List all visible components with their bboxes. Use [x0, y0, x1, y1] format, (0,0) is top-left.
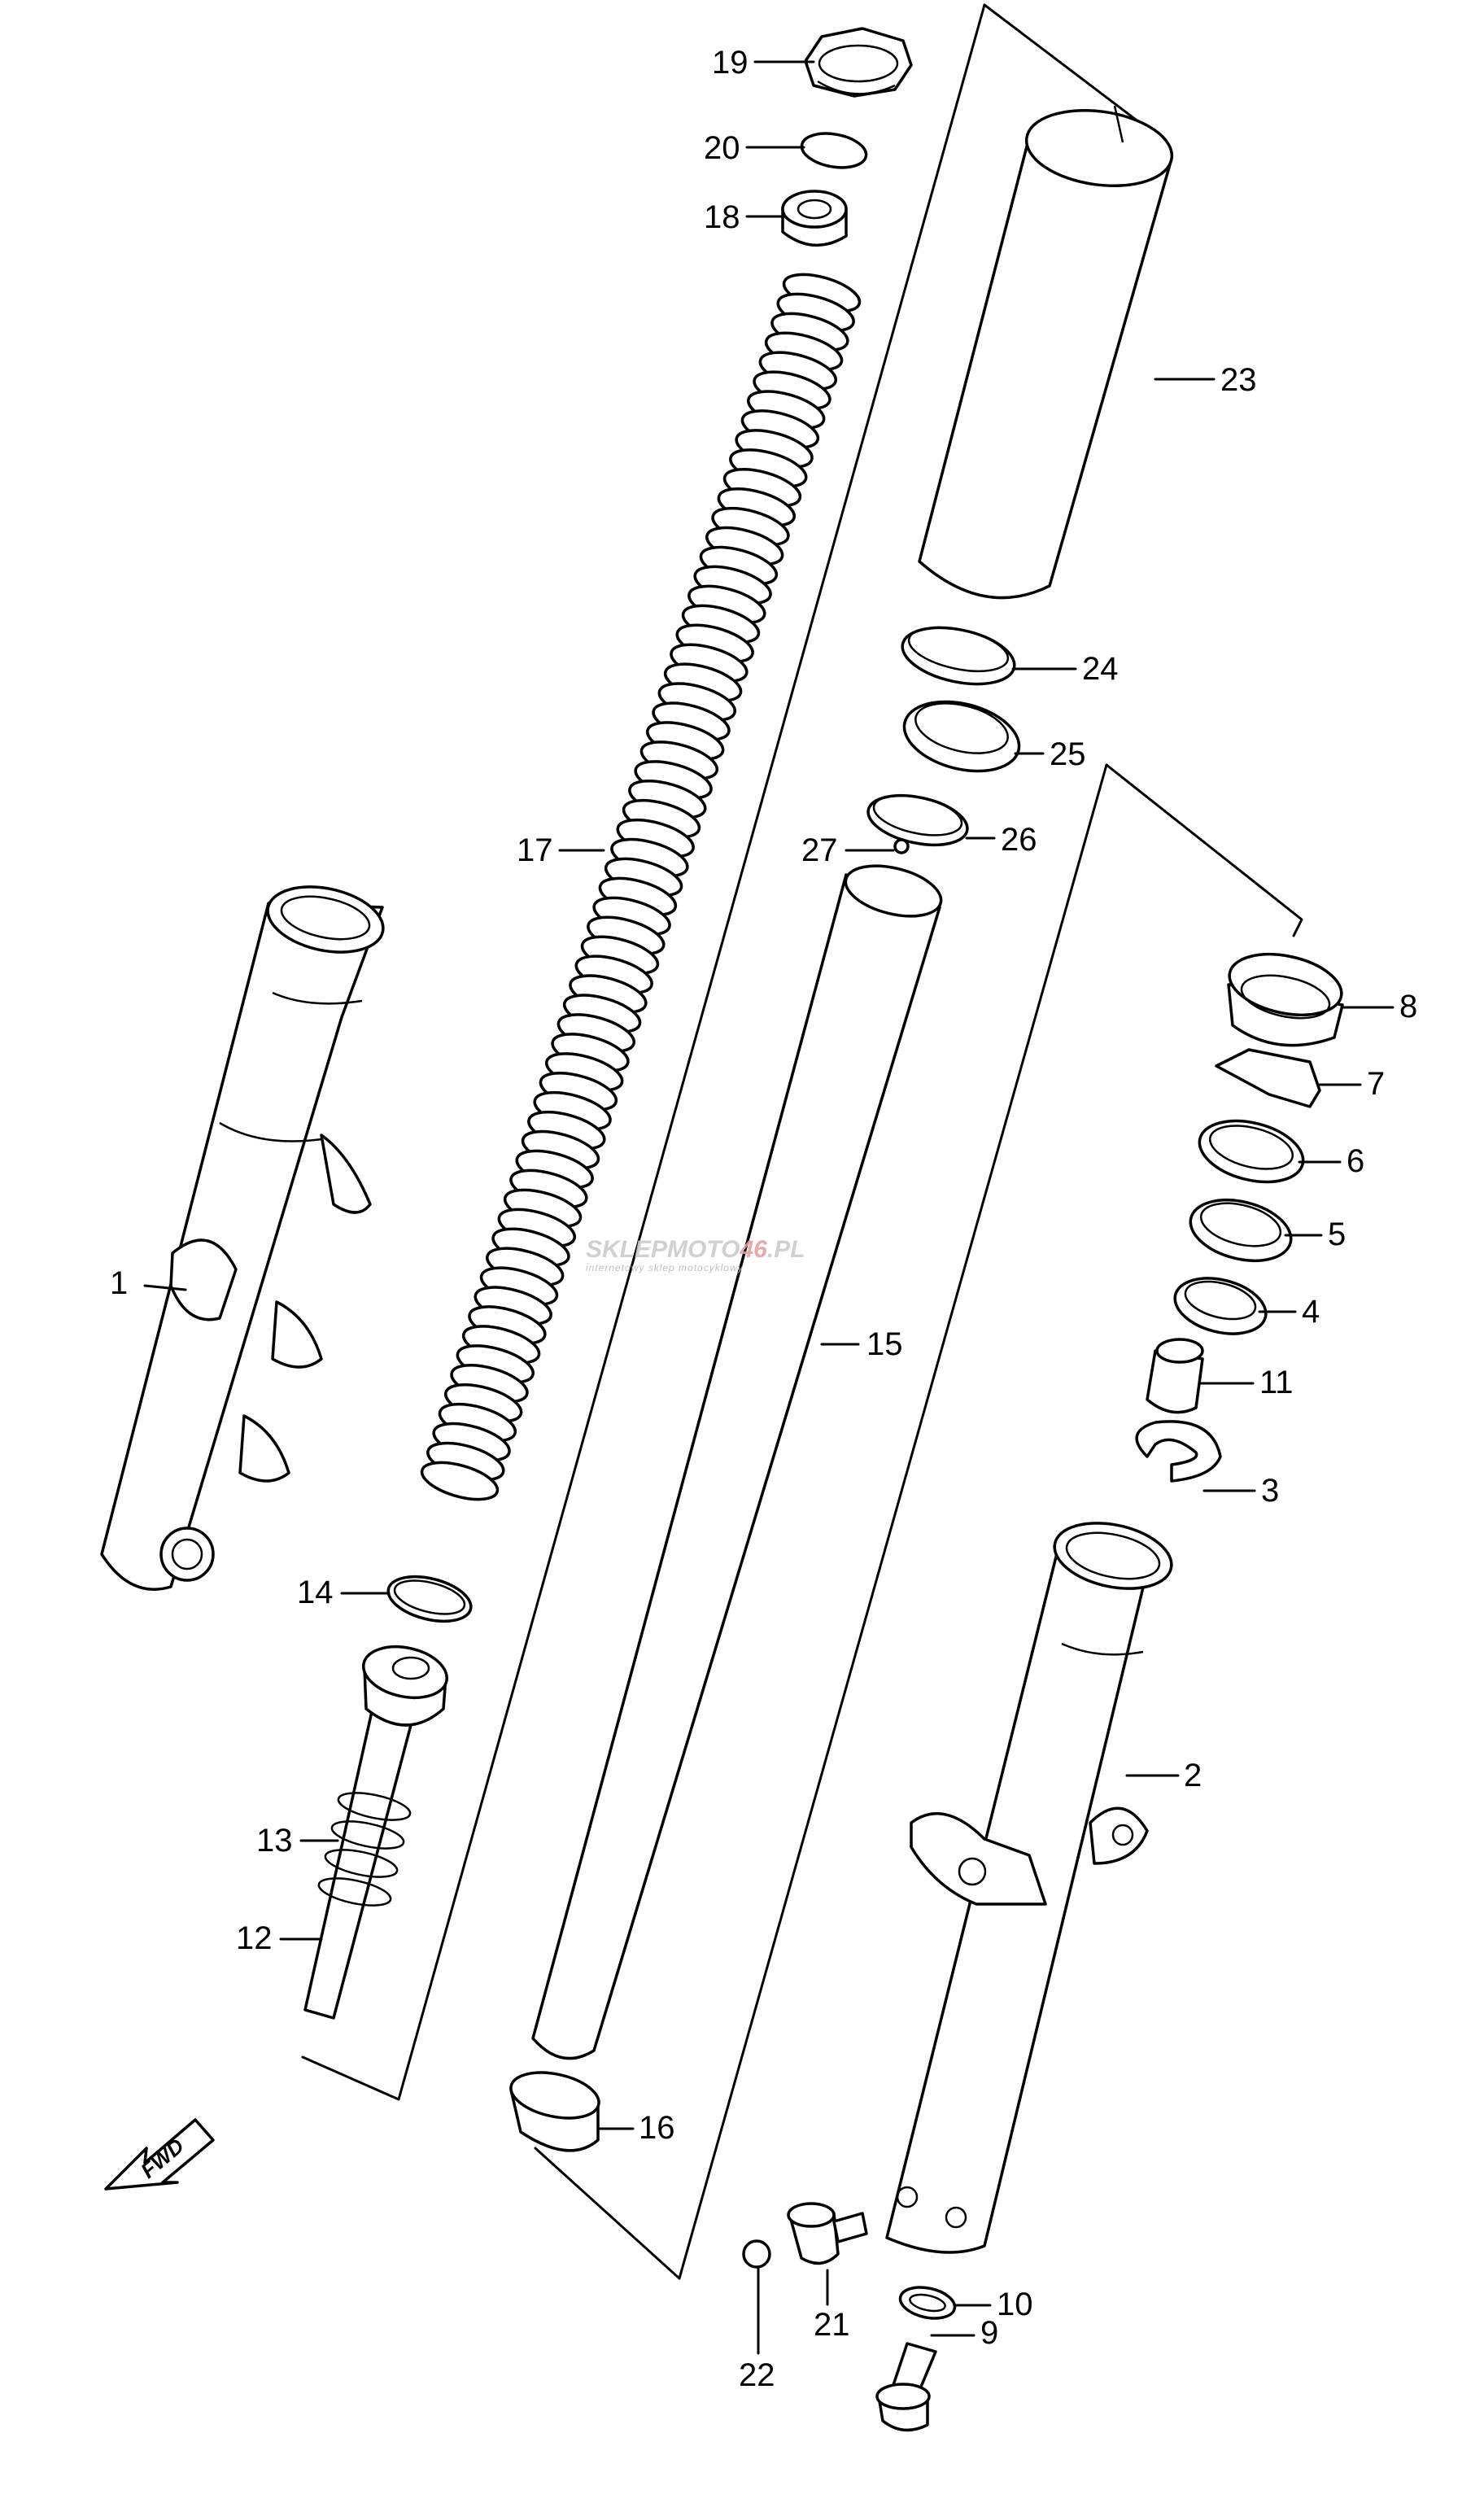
callout-labels: 1234567891011121314151617181920212223242…	[110, 45, 1417, 2393]
part-12-damper-rod	[303, 1645, 448, 2020]
part-13-rebound-spring	[317, 1792, 412, 1907]
assembly-outline	[301, 3, 1303, 2280]
watermark-brand-a: SKLEP	[586, 1236, 668, 1263]
callout-label-22: 22	[739, 2357, 775, 2393]
part-14-ring	[386, 1575, 473, 1623]
callout-label-12: 12	[236, 1920, 273, 1956]
callout-label-3: 3	[1261, 1473, 1279, 1509]
callout-label-18: 18	[704, 199, 740, 235]
callout-label-9: 9	[980, 2315, 998, 2351]
callout-label-27: 27	[801, 832, 838, 868]
watermark-brand-b: MOTO	[667, 1236, 740, 1263]
part-22-plug	[742, 2239, 771, 2269]
part-16-bushing	[509, 2071, 600, 2152]
callout-leaders	[143, 60, 1395, 2355]
part-17-fork-spring	[420, 273, 862, 1501]
part-26-clip-ring	[866, 793, 969, 847]
callout-label-11: 11	[1259, 1365, 1294, 1400]
callout-label-4: 4	[1302, 1294, 1320, 1330]
part-7-stopper-ring	[1215, 1048, 1321, 1108]
watermark: SKLEPMOTO46.PL internetowy sklep motocyk…	[586, 1236, 805, 1273]
part-27-small-plug	[893, 838, 910, 854]
part-15-inner-tube	[531, 864, 943, 2060]
callout-label-6: 6	[1347, 1143, 1364, 1179]
part-10-gasket	[898, 2286, 957, 2320]
leader-line-1	[143, 1284, 187, 1291]
fwd-arrow-icon: FWD	[104, 2118, 215, 2191]
part-3-snap-ring	[1135, 1420, 1222, 1483]
callout-label-2: 2	[1184, 1758, 1202, 1793]
callout-label-24: 24	[1082, 651, 1119, 687]
callout-label-15: 15	[866, 1326, 903, 1362]
part-11-oil-lock-piece	[1146, 1338, 1204, 1414]
watermark-brand-d: .PL	[767, 1236, 805, 1263]
part-2-right-outer-tube	[885, 1522, 1173, 2254]
callout-label-5: 5	[1328, 1217, 1346, 1252]
watermark-brand-c: 46	[739, 1236, 767, 1263]
part-19-cap-bolt	[804, 27, 913, 98]
part-8-dust-seal	[1227, 953, 1344, 1047]
svg-text:SKLEPMOTO46.PL: SKLEPMOTO46.PL	[586, 1236, 805, 1263]
spring-coil	[420, 1461, 500, 1501]
callout-label-23: 23	[1220, 362, 1257, 398]
part-9-drain-bolt	[875, 2342, 937, 2432]
part-1-left-outer-tube	[100, 885, 385, 1591]
part-5-washer	[1189, 1199, 1293, 1262]
callout-label-7: 7	[1367, 1066, 1385, 1102]
callout-label-21: 21	[814, 2307, 850, 2343]
callout-label-8: 8	[1399, 989, 1417, 1024]
callout-label-14: 14	[297, 1575, 334, 1610]
part-18-spacer	[781, 190, 848, 247]
part-20-o-ring	[800, 132, 868, 169]
callout-label-13: 13	[256, 1823, 293, 1859]
part-24-ring	[901, 626, 1016, 686]
part-23-fork-cover	[918, 105, 1174, 600]
callout-label-1: 1	[110, 1265, 128, 1301]
part-21-adjuster-bolt	[787, 2202, 868, 2265]
watermark-tagline: internetowy sklep motocyklowy	[586, 1262, 744, 1273]
callout-label-10: 10	[997, 2287, 1033, 2322]
callout-label-17: 17	[517, 832, 553, 868]
part-4-guide-bushing	[1173, 1277, 1268, 1335]
callout-label-25: 25	[1050, 736, 1086, 772]
part-6-oil-seal	[1198, 1119, 1305, 1184]
callout-label-26: 26	[1001, 822, 1037, 858]
callout-label-16: 16	[639, 2110, 675, 2146]
part-25-seal	[902, 700, 1021, 773]
callout-label-20: 20	[704, 130, 740, 166]
callout-label-19: 19	[712, 45, 749, 81]
